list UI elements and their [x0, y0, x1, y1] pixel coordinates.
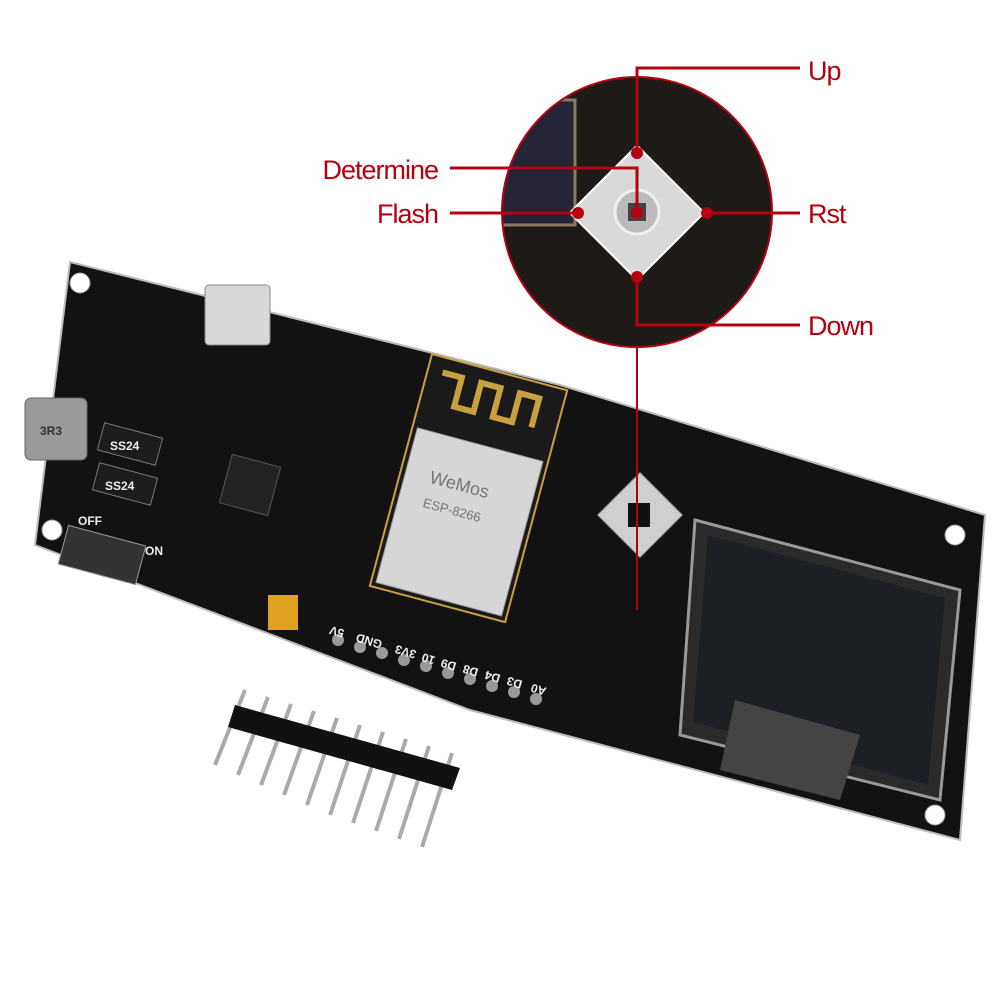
switch-on-label: ON [145, 544, 163, 558]
pcb-board: 3R3 SS24 SS24 OFF ON WeMos ESP-8266 5V G… [24, 260, 987, 842]
mount-hole [944, 524, 966, 546]
pin-label: D3 [505, 674, 524, 692]
oled-ribbon [720, 700, 860, 800]
pin-header [213, 689, 460, 848]
up-marker [631, 147, 643, 159]
callout-down: Down [808, 311, 873, 341]
diode-label: SS24 [110, 439, 140, 453]
mount-hole [69, 272, 91, 294]
flash-marker [572, 207, 584, 219]
inductor [24, 397, 88, 461]
esp8266-module: WeMos ESP-8266 [368, 352, 569, 624]
diode-label: SS24 [105, 479, 135, 493]
pin-label: D9 [439, 656, 458, 674]
callout-flash: Flash [377, 199, 438, 229]
pin-label: D8 [461, 662, 480, 680]
callout-determine: Determine [322, 155, 438, 185]
mount-hole [41, 519, 63, 541]
joystick-knob [628, 503, 650, 527]
pin-label: A0 [529, 681, 548, 699]
diode [96, 422, 164, 466]
pin-label: 10 [420, 650, 437, 667]
tantalum-capacitor [268, 595, 298, 630]
callout-rst: Rst [808, 199, 847, 229]
power-switch [57, 524, 147, 586]
callout-lines [450, 66, 800, 327]
switch-off-label: OFF [78, 514, 102, 528]
inductor-label: 3R3 [40, 424, 62, 438]
rst-marker [701, 207, 713, 219]
pin-label: 5V [328, 623, 346, 641]
pin-label: D4 [483, 668, 502, 686]
ic-chip [218, 453, 282, 517]
determine-marker [631, 207, 643, 219]
callout-up: Up [808, 56, 841, 86]
diode [91, 462, 159, 506]
micro-usb-port [204, 284, 271, 346]
pin-holes [332, 634, 542, 705]
down-marker [631, 271, 643, 283]
mount-hole [924, 804, 946, 826]
pin-label: 3V3 [393, 642, 418, 662]
